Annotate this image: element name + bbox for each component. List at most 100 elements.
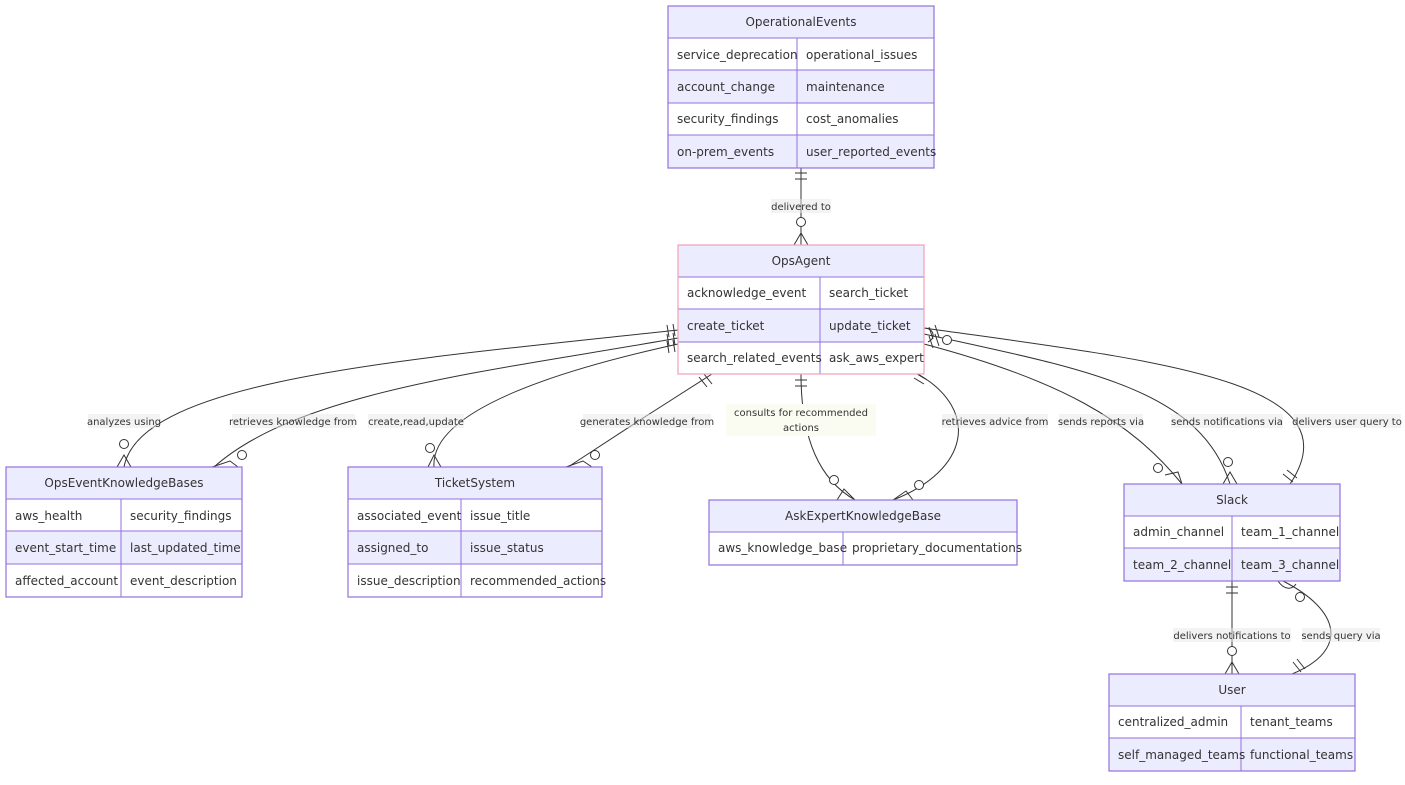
entity-title: User <box>1218 683 1245 697</box>
label-delivers-notifications-text: delivers notifications to <box>1173 631 1290 642</box>
entity-user: User centralized_admin tenant_teams self… <box>1108 673 1356 772</box>
zero-marker <box>119 439 129 449</box>
one-only-marker <box>928 333 940 349</box>
attribute-cell: ask_aws_expert <box>829 351 924 365</box>
edge-sends-reports <box>923 343 1183 485</box>
attribute-cell: admin_channel <box>1133 525 1224 539</box>
label-consults-line-1: consults for recommended <box>734 408 868 419</box>
zero-many-marker <box>925 327 934 343</box>
attribute-cell: account_change <box>677 80 775 94</box>
relationship-labels: delivered to analyzes using retrieves kn… <box>87 199 1402 642</box>
zero-marker <box>914 480 924 490</box>
entity-ops-agent: OpsAgent acknowledge_event search_ticket… <box>677 244 925 375</box>
attribute-cell: self_managed_teams <box>1118 748 1245 762</box>
many-marker <box>836 488 856 501</box>
label-sends-reports-text: sends reports via <box>1058 417 1144 428</box>
zero-marker <box>1223 457 1233 467</box>
attribute-cell: search_related_events <box>687 351 822 365</box>
many-marker <box>211 460 239 468</box>
zero-marker <box>796 217 806 227</box>
attribute-cell: service_deprecation <box>677 48 798 62</box>
entity-ops-event-knowledge-bases: OpsEventKnowledgeBases aws_health securi… <box>5 466 243 598</box>
one-only-marker <box>1226 586 1238 594</box>
label-generates-knowledge-text: generates knowledge from <box>580 417 714 428</box>
attribute-cell: create_ticket <box>687 319 765 333</box>
many-marker <box>892 490 914 501</box>
attribute-cell: tenant_teams <box>1250 715 1333 729</box>
entity-ask-expert-knowledge-base: AskExpertKnowledgeBase aws_knowledge_bas… <box>708 499 1022 566</box>
attribute-cell: last_updated_time <box>130 541 241 555</box>
entity-title: OperationalEvents <box>745 15 856 29</box>
label-retrieves-knowledge-text: retrieves knowledge from <box>229 417 357 428</box>
zero-marker <box>1227 646 1237 656</box>
zero-many-marker <box>1277 580 1297 589</box>
attribute-cell: on-prem_events <box>677 145 774 159</box>
attribute-cell: acknowledge_event <box>687 286 806 300</box>
label-sends-reports: sends reports via <box>1058 414 1144 428</box>
attribute-cell: operational_issues <box>806 48 917 62</box>
edge-analyzes-using <box>123 329 679 468</box>
entity-title: OpsAgent <box>772 254 831 268</box>
attribute-cell: issue_description <box>357 574 461 588</box>
attribute-cell: maintenance <box>806 80 885 94</box>
cardinality-markers <box>116 172 1306 675</box>
label-generates-knowledge: generates knowledge from <box>580 414 714 428</box>
label-delivers-notifications: delivers notifications to <box>1173 628 1291 642</box>
attribute-cell: update_ticket <box>829 319 911 333</box>
entity-ticket-system: TicketSystem associated_event issue_titl… <box>347 466 606 598</box>
label-retrieves-advice: retrieves advice from <box>942 414 1048 428</box>
attribute-cell: aws_knowledge_base <box>718 541 847 555</box>
entity-title: Slack <box>1216 493 1248 507</box>
edge-delivers-user-query <box>923 327 1305 485</box>
one-only-marker <box>1292 658 1306 673</box>
attribute-cell: user_reported_events <box>806 145 936 159</box>
many-marker <box>793 232 809 246</box>
attribute-cell: team_2_channel <box>1133 558 1231 572</box>
attribute-cell: event_description <box>130 574 237 588</box>
label-delivered-to: delivered to <box>771 199 831 213</box>
zero-marker <box>829 475 839 485</box>
edge-create-read-update <box>433 343 679 468</box>
edge-retrieves-advice <box>892 373 959 501</box>
attribute-cell: event_start_time <box>15 541 116 555</box>
label-create-read-update-text: create,read,update <box>368 417 464 428</box>
label-sends-query: sends query via <box>1301 628 1381 642</box>
label-analyzes-using-text: analyzes using <box>87 417 161 428</box>
edge-retrieves-knowledge <box>213 337 679 468</box>
label-create-read-update: create,read,update <box>368 414 464 428</box>
label-analyzes-using: analyzes using <box>87 414 161 428</box>
attribute-cell: issue_status <box>470 541 544 555</box>
entity-operational-events: OperationalEvents service_deprecation op… <box>667 5 936 169</box>
one-only-marker <box>913 373 928 385</box>
one-only-marker <box>666 323 676 338</box>
label-consults-line-2: actions <box>783 423 819 434</box>
zero-marker <box>237 450 247 460</box>
edge-sends-query <box>1282 580 1332 675</box>
attribute-cell: aws_health <box>15 509 82 523</box>
label-consults: consults for recommended actions <box>726 404 876 436</box>
attribute-cell: affected_account <box>15 574 118 588</box>
attribute-cell: associated_event <box>357 509 462 523</box>
entity-title: AskExpertKnowledgeBase <box>785 509 941 523</box>
attribute-cell: security_findings <box>130 509 232 523</box>
many-marker <box>116 454 132 468</box>
one-only-marker <box>698 373 713 388</box>
entity-slack: Slack admin_channel team_1_channel team_… <box>1123 483 1341 582</box>
one-only-marker <box>1282 469 1298 483</box>
label-sends-query-text: sends query via <box>1301 631 1380 642</box>
zero-marker <box>1295 592 1305 602</box>
attribute-cell: recommended_actions <box>470 574 606 588</box>
one-only-marker <box>666 332 676 347</box>
zero-marker <box>1153 463 1163 473</box>
many-marker <box>565 460 593 468</box>
label-delivered-to-text: delivered to <box>771 202 831 213</box>
zero-marker <box>942 335 952 345</box>
zero-marker <box>590 450 600 460</box>
one-only-marker <box>795 379 807 387</box>
attribute-cell: cost_anomalies <box>806 112 899 126</box>
zero-marker <box>425 443 435 453</box>
label-sends-notifications-text: sends notifications via <box>1171 417 1283 428</box>
many-marker <box>1164 471 1183 485</box>
many-marker <box>1224 661 1240 675</box>
